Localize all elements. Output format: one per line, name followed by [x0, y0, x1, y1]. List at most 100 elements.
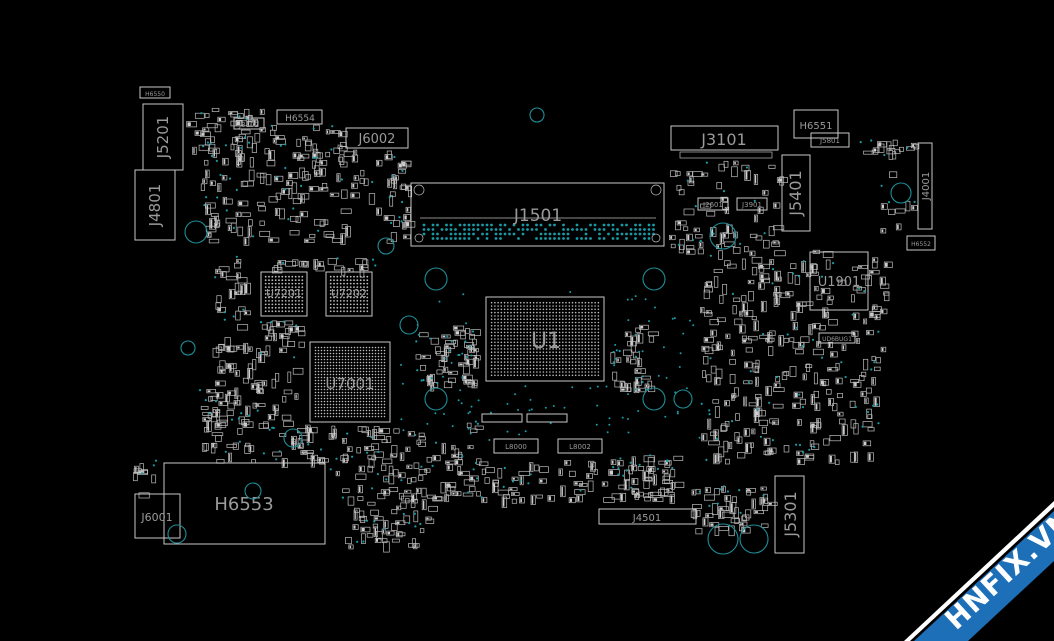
via: [417, 333, 420, 336]
smd-component: [246, 136, 253, 149]
u7201-outline[interactable]: [260, 271, 308, 317]
bga-ball: [578, 361, 580, 363]
smd-component: [856, 287, 866, 294]
smd-component: [744, 361, 753, 369]
bga-ball: [278, 282, 280, 285]
j4801-outline[interactable]: [134, 169, 176, 241]
smd-component: [237, 200, 249, 207]
smd-component: [277, 322, 280, 327]
smd-component: [458, 470, 470, 476]
bga-ball: [359, 361, 362, 364]
bga-ball: [320, 412, 323, 415]
bga-ball: [383, 400, 386, 403]
bga-ball: [377, 415, 380, 418]
h6553-outline[interactable]: [163, 462, 326, 545]
smd-component: [227, 390, 236, 396]
j5801-outline[interactable]: [810, 132, 850, 148]
bga-ball: [542, 301, 545, 304]
smd-component: [305, 239, 309, 242]
bga-ball: [562, 301, 564, 304]
smd-component: [187, 122, 191, 127]
bga-ball: [519, 318, 522, 321]
j2601-outline[interactable]: [697, 197, 729, 211]
ud6bug1-outline[interactable]: [818, 332, 856, 344]
bga-ball: [581, 315, 583, 317]
smd-component: [338, 156, 343, 163]
bga-ball: [380, 352, 383, 355]
smd-component: [273, 405, 276, 410]
smd-component: [714, 406, 720, 418]
j3101-outline[interactable]: [670, 125, 779, 151]
j4501-outline[interactable]: [598, 508, 697, 525]
bga-ball: [344, 352, 347, 355]
bga-ball: [494, 374, 496, 377]
bga-ball: [507, 334, 509, 337]
bga-ball: [587, 361, 590, 363]
bga-ball: [371, 373, 374, 376]
h6552-outline[interactable]: [906, 235, 936, 251]
h6550-outline[interactable]: [139, 86, 171, 99]
smd-component: [284, 320, 294, 326]
smd-component: [905, 200, 911, 212]
smd-component: [361, 533, 366, 544]
h6554-outline[interactable]: [276, 109, 323, 125]
h6551-outline[interactable]: [793, 109, 839, 139]
j3901-outline[interactable]: [736, 197, 768, 211]
j6002-outline[interactable]: [345, 127, 409, 149]
smd-component: [872, 147, 880, 153]
bga-ball: [301, 289, 304, 292]
j3102-outline[interactable]: [233, 117, 265, 130]
via: [140, 472, 143, 475]
bga-ball: [335, 376, 338, 379]
j4001-outline[interactable]: [917, 142, 933, 230]
smd-component: [443, 366, 449, 373]
bga-ball: [281, 275, 284, 278]
smd-component: [732, 395, 734, 400]
bga-ball: [523, 328, 525, 330]
resistor-array[interactable]: [526, 413, 568, 423]
via: [390, 221, 393, 225]
j5401-outline[interactable]: [781, 154, 811, 232]
smd-component: [408, 543, 420, 548]
bga-ball: [329, 373, 332, 376]
bga-ball: [542, 351, 545, 354]
l8002-outline[interactable]: [557, 438, 603, 454]
smd-component: [406, 186, 408, 190]
bga-ball: [353, 379, 356, 382]
smd-component: [812, 348, 824, 356]
smd-component: [275, 321, 286, 328]
smd-component: [753, 411, 759, 423]
bga-ball: [584, 301, 587, 304]
l8000-outline[interactable]: [493, 438, 539, 454]
bga-ball: [288, 289, 290, 292]
smd-component: [400, 502, 407, 509]
j6001-outline[interactable]: [134, 493, 181, 539]
via: [154, 459, 158, 462]
bga-ball: [555, 315, 558, 317]
u1901-outline[interactable]: [809, 251, 869, 311]
bga-ball: [587, 348, 590, 350]
u7001-outline[interactable]: [309, 341, 391, 423]
bga-ball: [317, 349, 320, 352]
smd-component: [265, 345, 271, 357]
resistor-array[interactable]: [481, 413, 523, 423]
smd-component: [771, 241, 781, 247]
bga-ball: [326, 406, 329, 409]
bga-ball: [494, 354, 496, 357]
smd-component: [854, 382, 857, 387]
j1501-outline[interactable]: [410, 182, 665, 247]
smd-component: [359, 178, 366, 184]
bga-ball: [516, 351, 519, 354]
u1-outline[interactable]: [485, 296, 605, 382]
via: [490, 223, 493, 227]
u7202-outline[interactable]: [325, 271, 373, 317]
smd-component: [511, 476, 519, 481]
smd-component: [234, 370, 240, 377]
bga-ball: [591, 361, 593, 363]
bga-ball: [353, 352, 356, 355]
smd-component: [229, 226, 231, 230]
bga-ball: [368, 406, 371, 409]
bga-ball: [597, 321, 600, 324]
j5301-outline[interactable]: [774, 475, 805, 554]
smd-component: [218, 118, 222, 121]
